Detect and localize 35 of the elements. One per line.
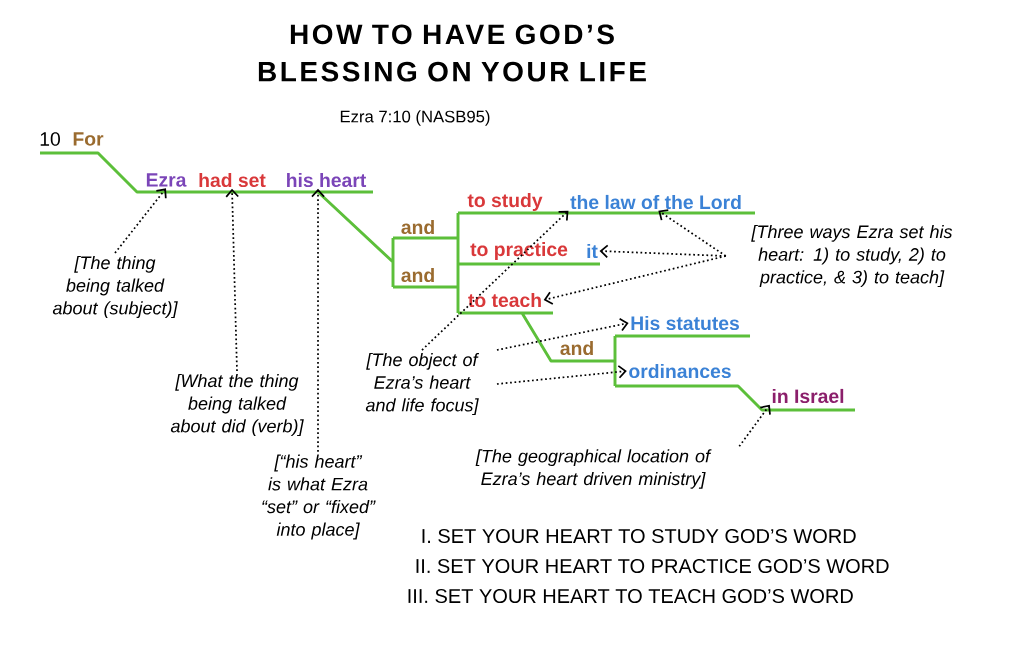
annotation-note: [“his heart” is what Ezra “set” or “fixed” into place] xyxy=(262,454,376,540)
leader-line xyxy=(311,188,325,453)
numbered-point: I. SET YOUR HEART TO STUDY GOD’S WORD xyxy=(422,528,856,544)
diagram-word: had set xyxy=(199,172,266,188)
diagram-word: in Israel xyxy=(772,388,844,404)
leader-line xyxy=(496,317,629,351)
annotation-note: [The geographical location of Ezra’s heart driven ministry] xyxy=(475,449,712,489)
leader-line xyxy=(496,364,627,385)
leader-line xyxy=(114,188,167,254)
diagram-word: his heart xyxy=(287,172,367,188)
diagram-word: it xyxy=(587,243,598,259)
diagram-word: His statutes xyxy=(631,315,739,331)
numbered-point: III. SET YOUR HEART TO TEACH GOD’S WORD xyxy=(408,588,853,604)
numbered-point: II. SET YOUR HEART TO PRACTICE GOD’S WORD xyxy=(416,558,889,574)
verse-number: 10 xyxy=(40,132,60,146)
diagram-word: to study xyxy=(467,193,543,211)
annotation-note: [Three ways Ezra set his heart: 1) to study, 2) to practice, & 3) to teach] xyxy=(751,224,953,288)
conjunction-word: and xyxy=(401,219,434,235)
reference: Ezra 7:10 (NASB95) xyxy=(340,110,490,126)
leader-line xyxy=(738,404,771,448)
conjunction-word: For xyxy=(73,132,104,146)
diagram-word: ordinances xyxy=(629,363,731,379)
leader-line xyxy=(543,255,727,305)
leader-line xyxy=(225,188,240,372)
annotation-note: [The thing being talked about (subject)] xyxy=(52,255,178,319)
diagram-word: to practice xyxy=(470,242,568,260)
diagram-word: the law of the Lord xyxy=(570,194,741,210)
conjunction-word: and xyxy=(401,267,434,283)
annotation-note: [What the thing being talked about did (verb)] xyxy=(170,373,304,437)
annotation-note: [The object of Ezra’s heart and life focus] xyxy=(365,352,480,416)
conjunction-word: and xyxy=(560,340,593,356)
title: HOW TO HAVE GOD’S BLESSING ON YOUR LIFE xyxy=(258,24,646,82)
diagram-word: to teach xyxy=(468,292,541,308)
diagram-word: Ezra xyxy=(146,173,187,187)
leader-line xyxy=(421,210,569,351)
